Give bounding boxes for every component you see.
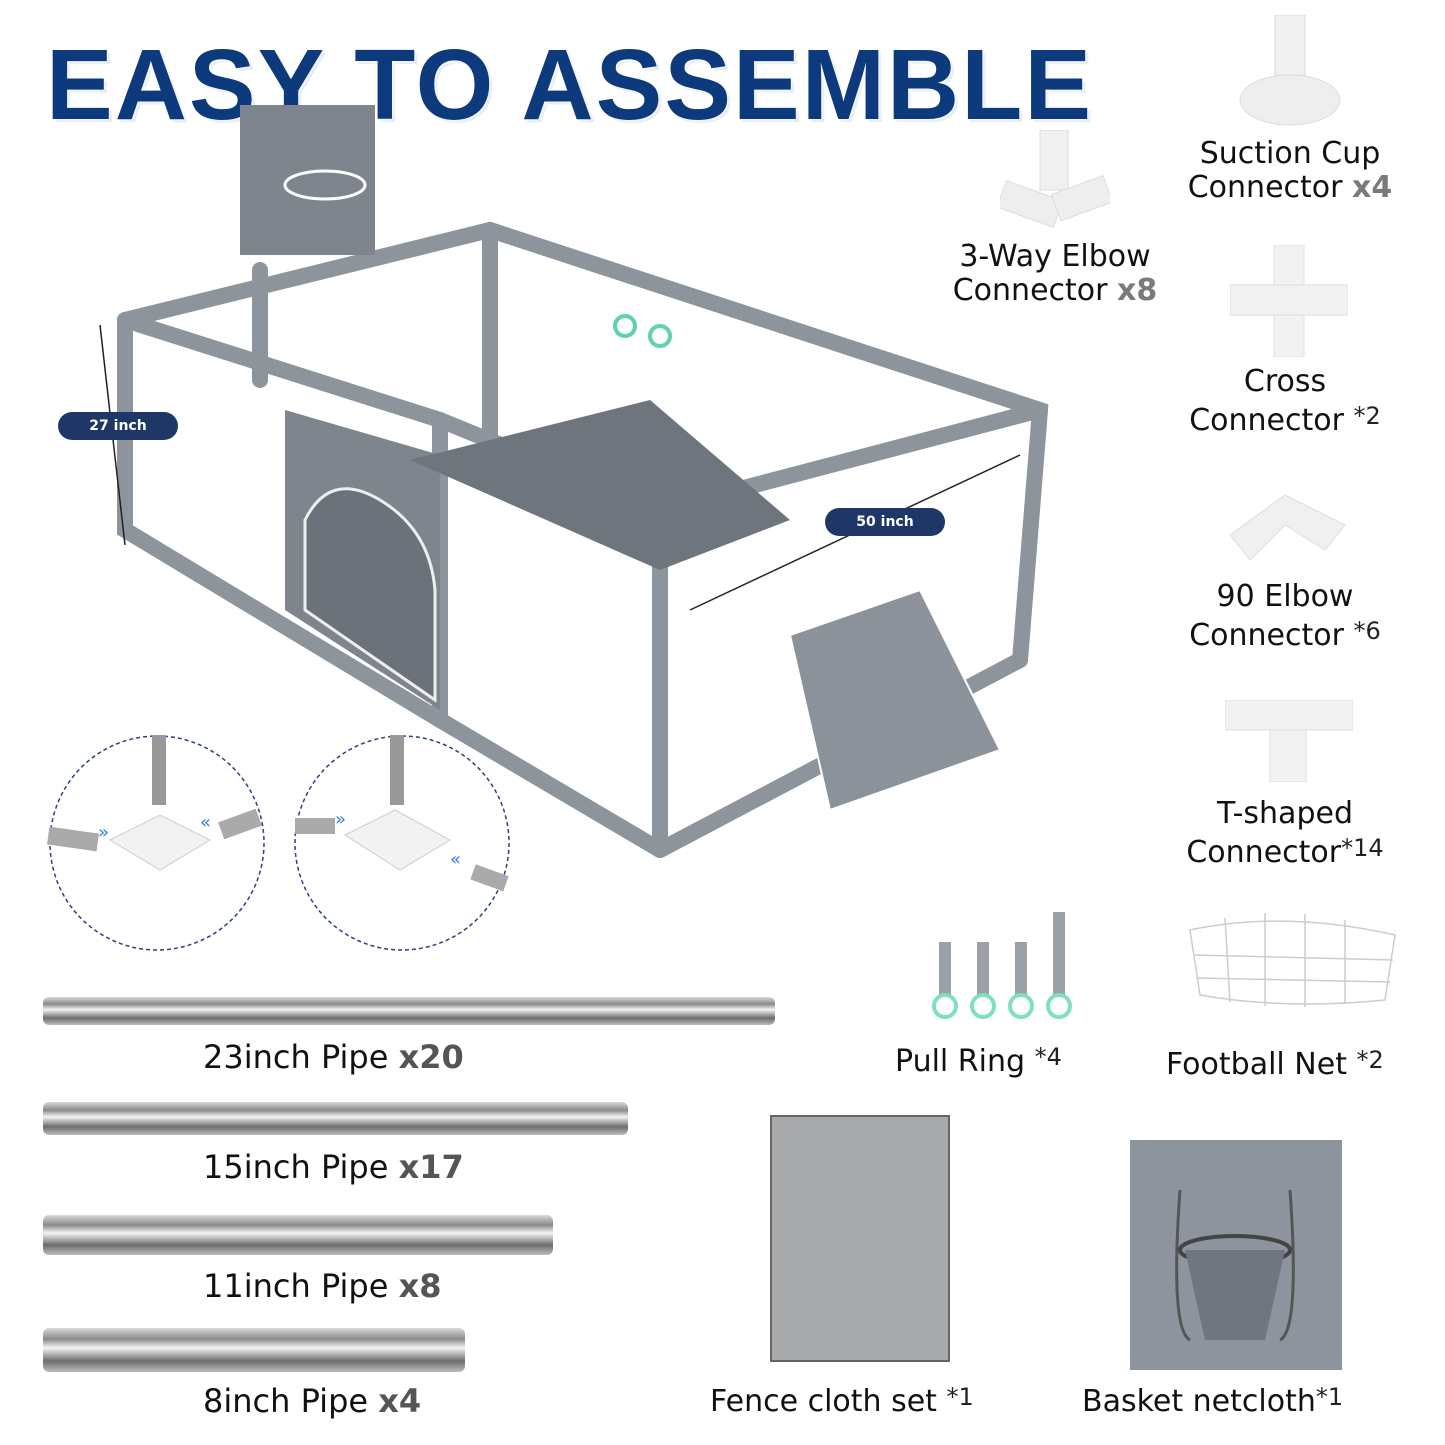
svg-text:«: « <box>450 849 461 870</box>
basket-netcloth-label: Basket netcloth*1 <box>1082 1383 1344 1419</box>
football-net-label: Football Net *2 <box>1166 1046 1384 1082</box>
basketball-board <box>240 105 375 255</box>
football-net-image <box>1189 913 1396 1007</box>
length-dimension-label: 50 inch <box>825 508 945 536</box>
pipe-8inch-label: 8inch Pipe x4 <box>203 1382 422 1420</box>
pipe-23inch-image <box>43 997 775 1025</box>
assembly-detail-diagrams: » « » « <box>46 735 510 951</box>
pipe-15inch-image <box>43 1102 628 1135</box>
ninety-elbow-connector-image <box>1229 494 1346 561</box>
pull-ring-icon <box>648 324 672 348</box>
fence-cloth-label: Fence cloth set *1 <box>710 1383 974 1419</box>
basket-netcloth-image <box>1130 1140 1342 1370</box>
three-way-elbow-image <box>1000 130 1110 229</box>
fence-cloth-image <box>770 1115 950 1362</box>
page-title: EASY TO ASSEMBLE <box>46 29 1094 141</box>
pipe-15inch-label: 15inch Pipe x17 <box>203 1148 464 1186</box>
football-goal <box>788 588 1002 812</box>
pipe-8inch-image <box>43 1328 465 1372</box>
floor-mat <box>410 400 790 570</box>
cross-connector-image <box>1230 245 1348 357</box>
pull-ring-icon <box>613 314 637 338</box>
suction-cup-connector-image <box>1239 15 1341 126</box>
t-shaped-connector-image <box>1225 700 1353 782</box>
height-dimension-label: 27 inch <box>58 412 178 440</box>
pipe-11inch-label: 11inch Pipe x8 <box>203 1267 442 1305</box>
playpen-illustration <box>99 105 1049 858</box>
pull-ring-image <box>932 912 1072 1019</box>
svg-text:«: « <box>200 812 211 833</box>
pipe-11inch-image <box>43 1215 553 1255</box>
svg-text:»: » <box>335 809 346 830</box>
pull-ring-label: Pull Ring *4 <box>895 1043 1062 1079</box>
svg-text:»: » <box>98 822 109 843</box>
pipe-23inch-label: 23inch Pipe x20 <box>203 1038 464 1076</box>
